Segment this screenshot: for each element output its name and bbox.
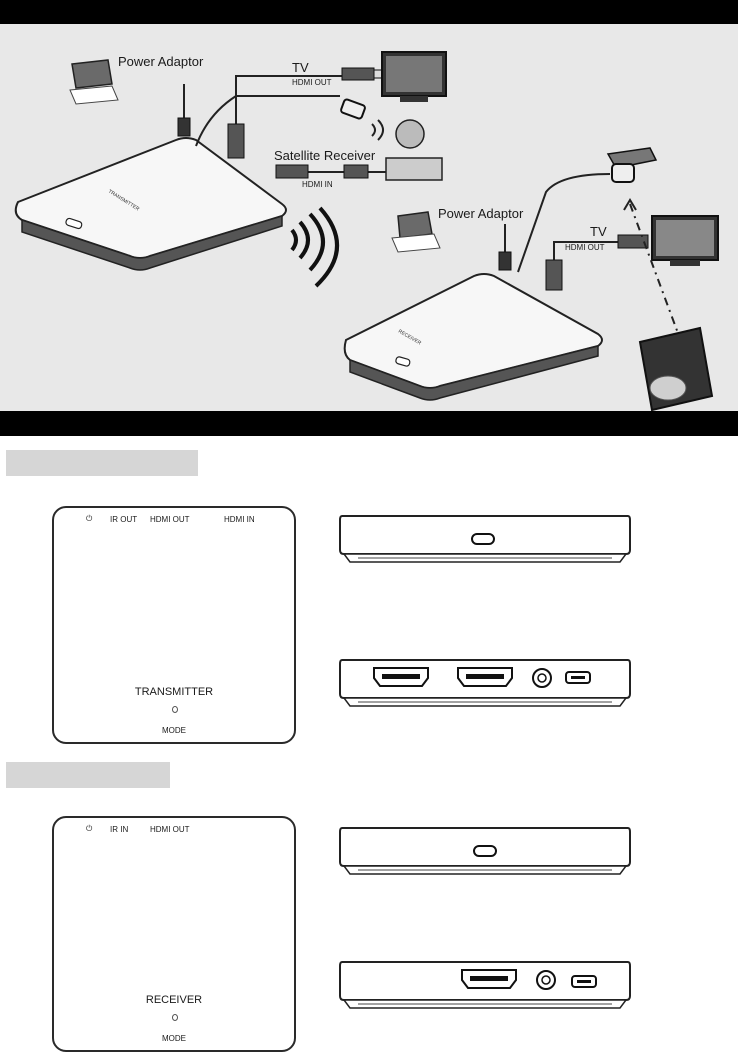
port-label-ir-in: IR IN: [110, 825, 128, 834]
receiver-device-illustration: RECEIVER: [345, 274, 602, 400]
status-led-icon: [172, 706, 178, 713]
transmitter-device-illustration: TRANSMITTER: [16, 138, 286, 270]
hdmi-port-icon: [462, 970, 516, 988]
section-tab-receiver: [6, 762, 170, 788]
label-hdmi-in: HDMI IN: [302, 180, 333, 189]
connection-diagram: TRANSMITTER RECEIVER: [0, 24, 738, 411]
hdmi-port-icon: [374, 668, 428, 686]
label-satellite-receiver: Satellite Receiver: [274, 148, 375, 163]
label-power-adaptor-1: Power Adaptor: [118, 54, 203, 69]
label-power-adaptor-2: Power Adaptor: [438, 206, 523, 221]
section-header-bar-middle: [0, 411, 738, 436]
tv-illustration-2: [652, 216, 718, 266]
transmitter-name: TRANSMITTER: [54, 686, 294, 698]
wireless-signal-icon: [292, 208, 337, 286]
port-label-hdmi-in: HDMI IN: [224, 515, 255, 524]
tv-illustration-1: [382, 52, 446, 102]
ir-jack-icon: [537, 971, 555, 989]
receiver-rear-view: [338, 960, 632, 1012]
micro-usb-port-icon: [566, 672, 590, 683]
mode-label: MODE: [54, 1034, 294, 1043]
status-led-icon: [172, 1014, 178, 1021]
micro-usb-port-icon: [572, 976, 596, 987]
mode-label: MODE: [54, 726, 294, 735]
remote-control-illustration: [640, 328, 712, 410]
receiver-front-view: [338, 826, 632, 878]
ir-jack-icon: [533, 669, 551, 687]
mode-button-icon: [474, 846, 496, 856]
connection-illustration: TRANSMITTER RECEIVER: [0, 24, 738, 411]
transmitter-rear-view: [338, 658, 632, 710]
label-hdmi-out-2: HDMI OUT: [565, 243, 605, 252]
power-icon: ⏻: [86, 514, 92, 524]
label-hdmi-out-1: HDMI OUT: [292, 78, 332, 87]
port-label-hdmi-out: HDMI OUT: [150, 515, 190, 524]
transmitter-top-view: ⏻ IR OUT HDMI OUT HDMI IN TRANSMITTER MO…: [52, 506, 296, 744]
ir-receiver-illustration: [608, 148, 656, 182]
label-tv-1: TV: [292, 60, 309, 75]
transmitter-front-view: [338, 514, 632, 566]
hdmi-port-icon: [458, 668, 512, 686]
section-header-bar-top: [0, 0, 738, 24]
mode-button-icon: [472, 534, 494, 544]
receiver-top-view: ⏻ IR IN HDMI OUT RECEIVER MODE: [52, 816, 296, 1052]
label-tv-2: TV: [590, 224, 607, 239]
section-tab-transmitter: [6, 450, 198, 476]
port-label-ir-out: IR OUT: [110, 515, 137, 524]
power-adaptor-illustration-1: [70, 60, 190, 136]
power-icon: ⏻: [86, 824, 92, 834]
receiver-name: RECEIVER: [54, 994, 294, 1006]
port-label-hdmi-out: HDMI OUT: [150, 825, 190, 834]
